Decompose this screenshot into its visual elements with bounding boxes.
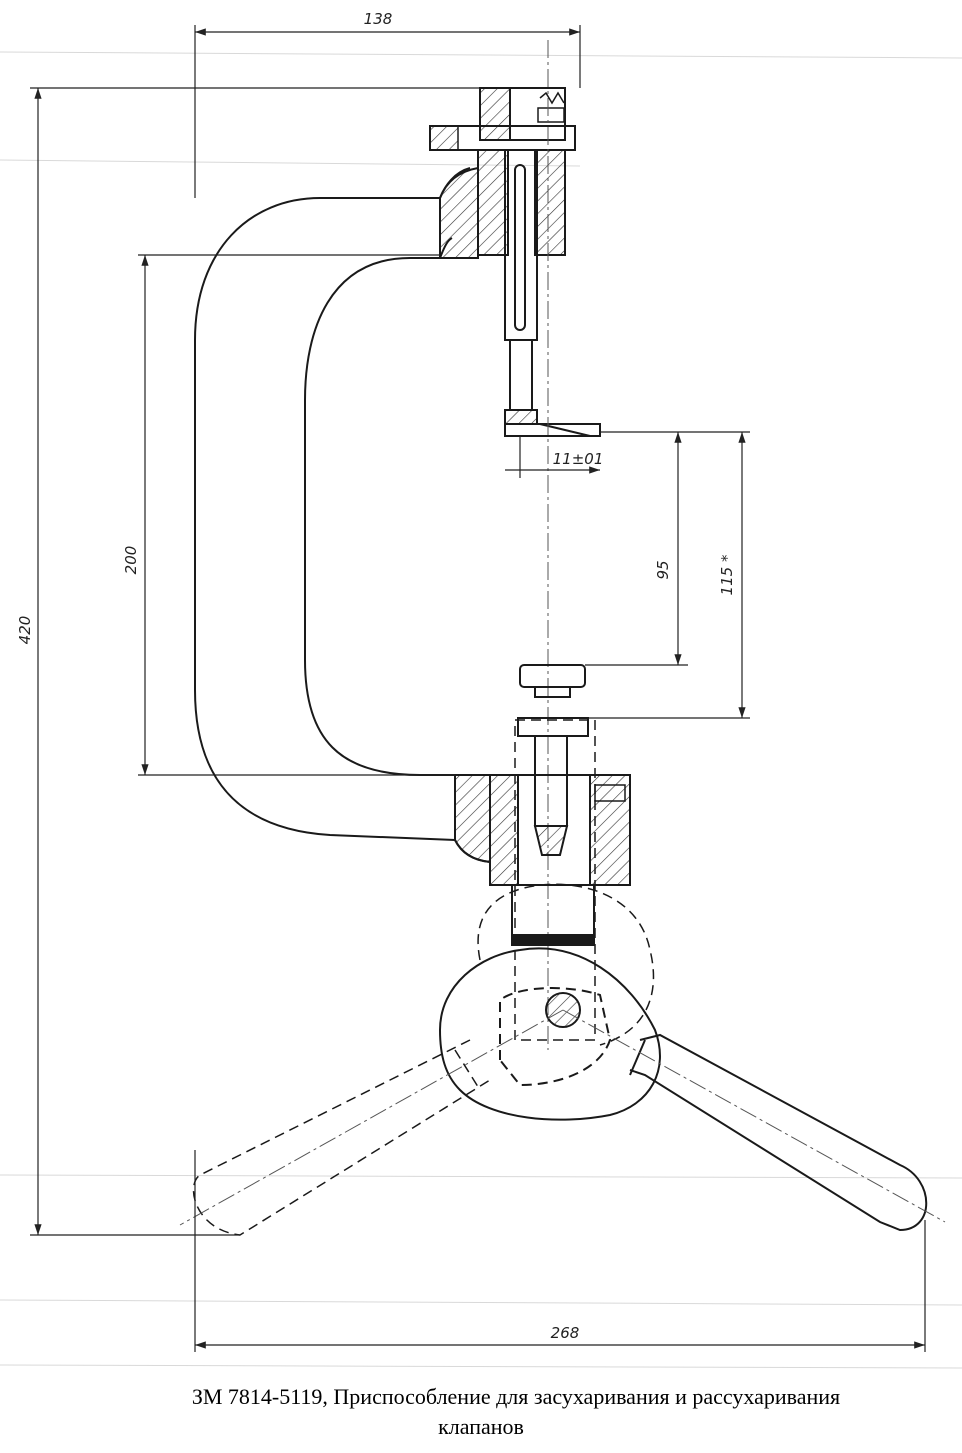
lower-head-section [454,774,631,886]
dim-bottom-width: 268 [551,1324,580,1342]
dim-stroke-115: 115 * [718,554,736,595]
dim-stroke-95: 95 [654,560,672,579]
handle-left-phantom [179,1009,564,1236]
lower-anvil [511,664,595,946]
caption-line-2: клапанов [438,1414,524,1439]
dim-throat-height: 200 [122,546,140,575]
phantom-outline [477,719,655,1046]
technical-drawing: 138 420 200 95 115 * 11±01 268 [0,10,962,1369]
upper-plunger [504,149,601,437]
dim-total-height: 420 [16,616,34,645]
scan-noise [0,51,962,1369]
dim-top-width: 138 [364,10,393,28]
dim-tolerance: 11±01 [553,450,604,468]
c-frame [194,167,491,863]
upper-head-section [429,87,576,259]
handle-right [562,1009,946,1232]
eccentric-cam [438,947,661,1121]
caption-line-1: ЗМ 7814-5119, Приспособление для засухар… [191,1384,841,1409]
dimension-lines [30,25,926,1352]
